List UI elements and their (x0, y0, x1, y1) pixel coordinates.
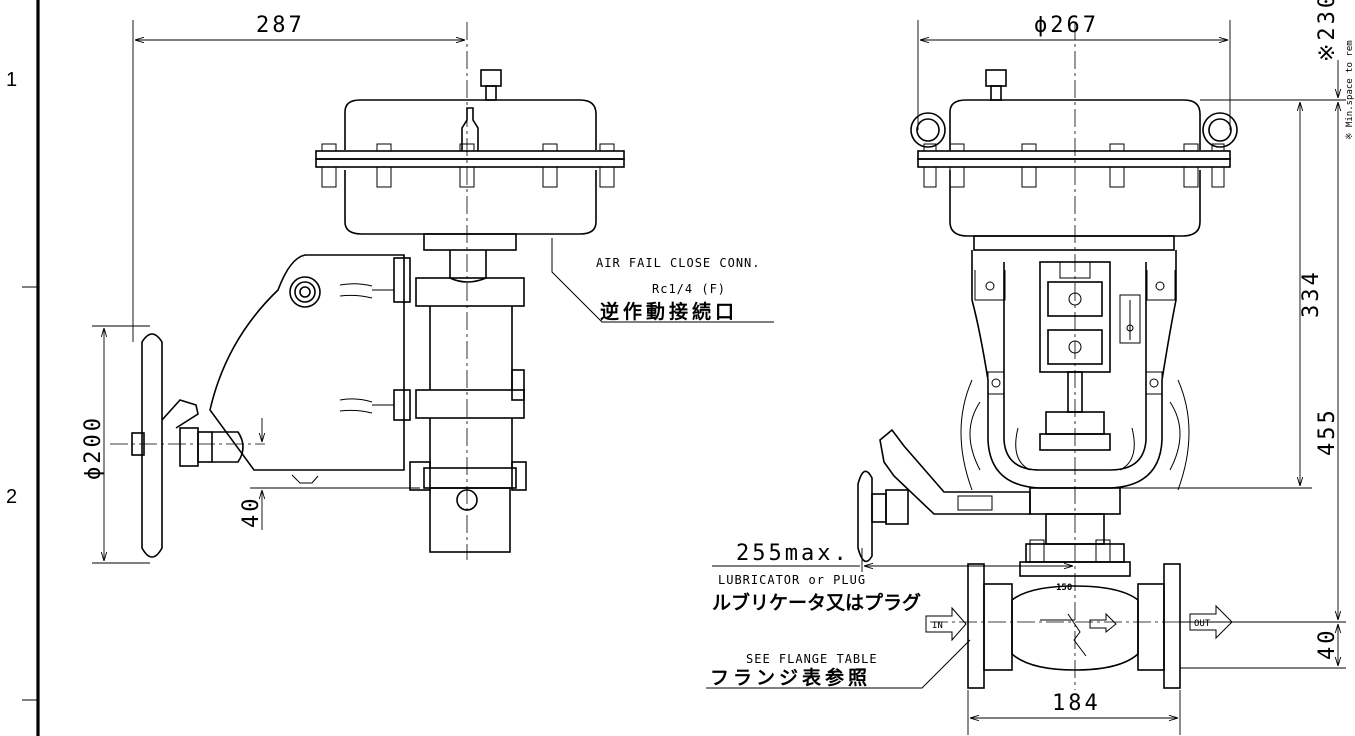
label-air-fail-close-jp: 逆作動接続口 (600, 300, 738, 323)
label-see-flange: SEE FLANGE TABLE (746, 652, 878, 666)
body-rating: 150 (1056, 583, 1072, 593)
row-label-1: 1 (6, 69, 17, 91)
side-view: 287 ϕ200 40 AIR FAIL CLOSE CONN. Rc1/4 (… (81, 13, 774, 564)
dim-phi200: ϕ200 (81, 415, 106, 480)
dim-40-right: 40 (1315, 628, 1340, 661)
flow-out-label: OUT (1194, 619, 1211, 629)
dim-40-left: 40 (239, 496, 264, 529)
label-air-fail-close: AIR FAIL CLOSE CONN. (596, 256, 761, 270)
dim-184: 184 (1052, 691, 1101, 716)
label-lubricator: LUBRICATOR or PLUG (718, 573, 866, 587)
dim-phi267: ϕ267 (1034, 13, 1099, 38)
label-lubricator-jp: ルブリケータ又はプラグ (712, 591, 921, 614)
dim-230: ※230 (1315, 0, 1340, 62)
note-min-space: ※ Min.space to rem (1345, 40, 1355, 140)
flow-out-arrow (1189, 604, 1233, 640)
dim-287: 287 (256, 13, 305, 38)
label-rc14: Rc1/4 (F) (652, 282, 726, 296)
flow-in-arrow (925, 606, 967, 642)
row-label-2: 2 (6, 486, 17, 508)
dim-334: 334 (1299, 269, 1324, 318)
dim-455: 455 (1315, 407, 1340, 456)
front-view: 150 IN OUT ϕ267 334 455 40 ※230 ※ Min.sp… (706, 0, 1355, 735)
label-flange-jp: フランジ表参照 (710, 666, 871, 689)
flow-in-label: IN (932, 621, 943, 631)
dim-255max: 255max. (736, 541, 850, 566)
